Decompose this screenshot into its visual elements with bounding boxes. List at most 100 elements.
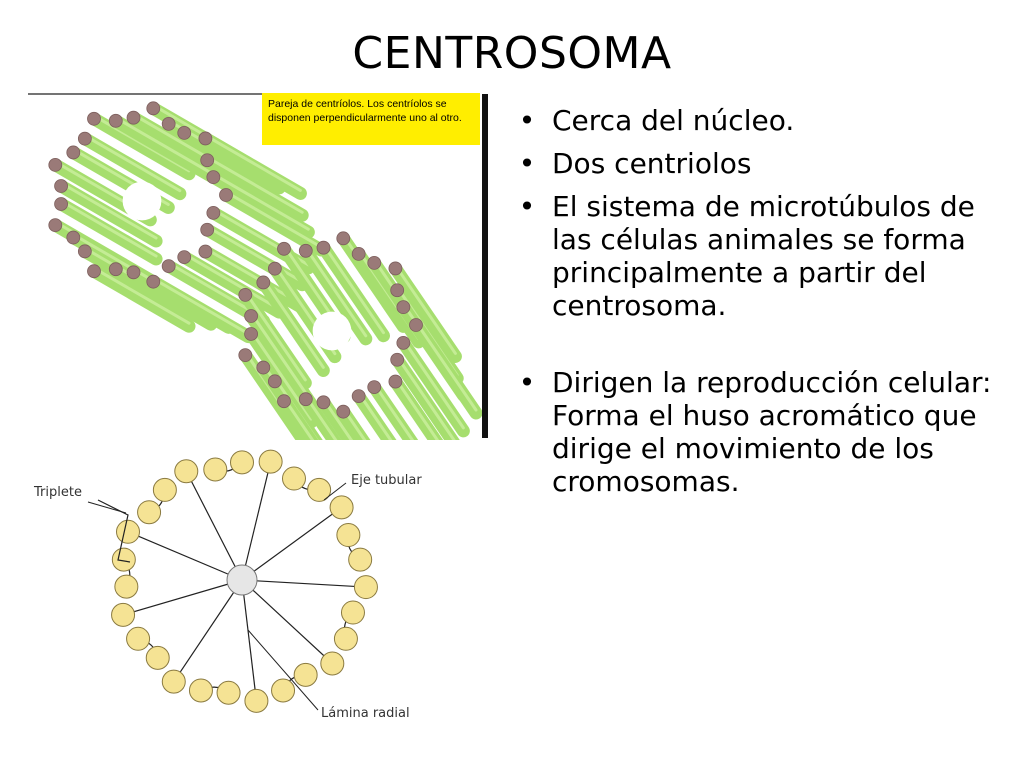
microtubule [238, 288, 312, 390]
radial-spoke [127, 531, 243, 581]
microtubule-unit [320, 651, 345, 676]
microtubule-unit [111, 547, 136, 572]
microtubule-unit [340, 600, 365, 625]
bullet-item: • Dirigen la reproducción celular: Forma… [512, 366, 1012, 498]
microtubule-highlight [304, 394, 338, 440]
microtubule-end [146, 101, 161, 116]
microtubule-highlight [414, 320, 478, 412]
microtubule-end [177, 250, 192, 265]
microtubule [87, 112, 196, 181]
microtubule-end [396, 300, 411, 315]
microtubule-highlight [321, 243, 385, 335]
microtubule-unit [126, 626, 151, 651]
microtubule-highlight [114, 116, 213, 175]
microtubule [200, 153, 309, 222]
microtubule-end [66, 145, 81, 160]
microtubule [54, 179, 163, 248]
microtubule-end [126, 265, 141, 280]
bullet-icon: • [518, 147, 536, 180]
radial-spoke [241, 461, 272, 581]
microtubule-highlight [372, 382, 415, 440]
centriole-lumen [122, 181, 162, 221]
lamina-pointer [247, 629, 319, 711]
microtubule-unit [230, 450, 254, 475]
microtubule [277, 394, 319, 440]
microtubule-highlight [357, 391, 393, 440]
microtubule [198, 131, 307, 200]
microtubule-highlight [393, 377, 440, 440]
microtubule-end [200, 153, 215, 168]
bullet-icon: • [518, 190, 536, 223]
vertical-divider [482, 94, 488, 438]
microtubule-end [54, 179, 68, 193]
microtubule-highlight [182, 252, 281, 311]
microtubule-end [396, 335, 411, 350]
microtubule-end [367, 380, 382, 395]
microtubule [299, 392, 342, 440]
microtubule-end [108, 262, 123, 277]
microtubule-highlight [249, 311, 313, 403]
microtubule-end [336, 404, 351, 419]
bullet-icon: • [518, 104, 536, 137]
bullet-text: Cerca del núcleo. [552, 104, 795, 137]
cross-section-diagram [87, 449, 378, 713]
triplete-pointer [87, 501, 127, 514]
microtubule-highlight [151, 277, 250, 336]
microtubule [352, 389, 397, 440]
microtubule-end [388, 374, 403, 389]
microtubule-end [277, 241, 291, 256]
microtubule-end [146, 274, 161, 289]
microtubule-unit [329, 495, 354, 520]
microtubule-end [108, 113, 123, 128]
microtubule [336, 405, 371, 440]
microtubule [352, 247, 426, 349]
microtubule-end [277, 394, 291, 409]
microtubule-end [256, 275, 271, 290]
microtubule-highlight [249, 329, 313, 421]
microtubule [256, 275, 330, 377]
microtubule [388, 261, 462, 363]
microtubule-end [161, 259, 176, 274]
microtubule-unit [258, 449, 283, 474]
radial-spoke [241, 506, 342, 581]
microtubule-unit [137, 500, 162, 525]
microtubule-end [77, 131, 92, 146]
microtubule-unit [188, 678, 213, 703]
microtubule-unit [152, 477, 177, 502]
bullet-text: Dos centriolos [552, 147, 752, 180]
microtubule-end [298, 243, 313, 258]
radial-spoke [241, 579, 333, 664]
microtubule-end [316, 240, 331, 255]
slide-title: CENTROSOMA [352, 28, 672, 79]
microtubule [367, 380, 419, 440]
label-eje-tubular: Eje tubular [351, 473, 422, 488]
microtubule [388, 375, 444, 440]
microtubule [146, 275, 255, 344]
microtubule-end [267, 261, 282, 276]
microtubule [78, 132, 187, 201]
microtubule-highlight [211, 172, 310, 231]
centriole-pair-figure [28, 90, 488, 440]
centriole-caption: Pareja de centríolos. Los centríolos se … [262, 93, 480, 145]
centriole-pair-illustration [28, 93, 483, 440]
microtubule-unit [216, 680, 241, 705]
microtubule-end [409, 318, 423, 332]
microtubule-end [48, 158, 63, 172]
microtubule [396, 336, 470, 438]
microtubule [244, 309, 318, 411]
microtubule [177, 250, 286, 319]
microtubule [206, 170, 315, 239]
bullet-item: • Dos centriolos [512, 147, 1012, 180]
microtubule-unit [203, 457, 228, 482]
microtubule-highlight [205, 155, 304, 214]
microtubule-unit [271, 678, 296, 703]
microtubule-end [198, 131, 213, 146]
microtubule-end [351, 246, 366, 261]
microtubule-highlight [243, 290, 307, 382]
microtubule-end [54, 197, 68, 211]
microtubule-end [177, 125, 192, 140]
microtubule-end [126, 110, 141, 125]
microtubule-unit [353, 575, 378, 600]
microtubule [54, 197, 163, 266]
microtubule-unit [161, 669, 186, 694]
